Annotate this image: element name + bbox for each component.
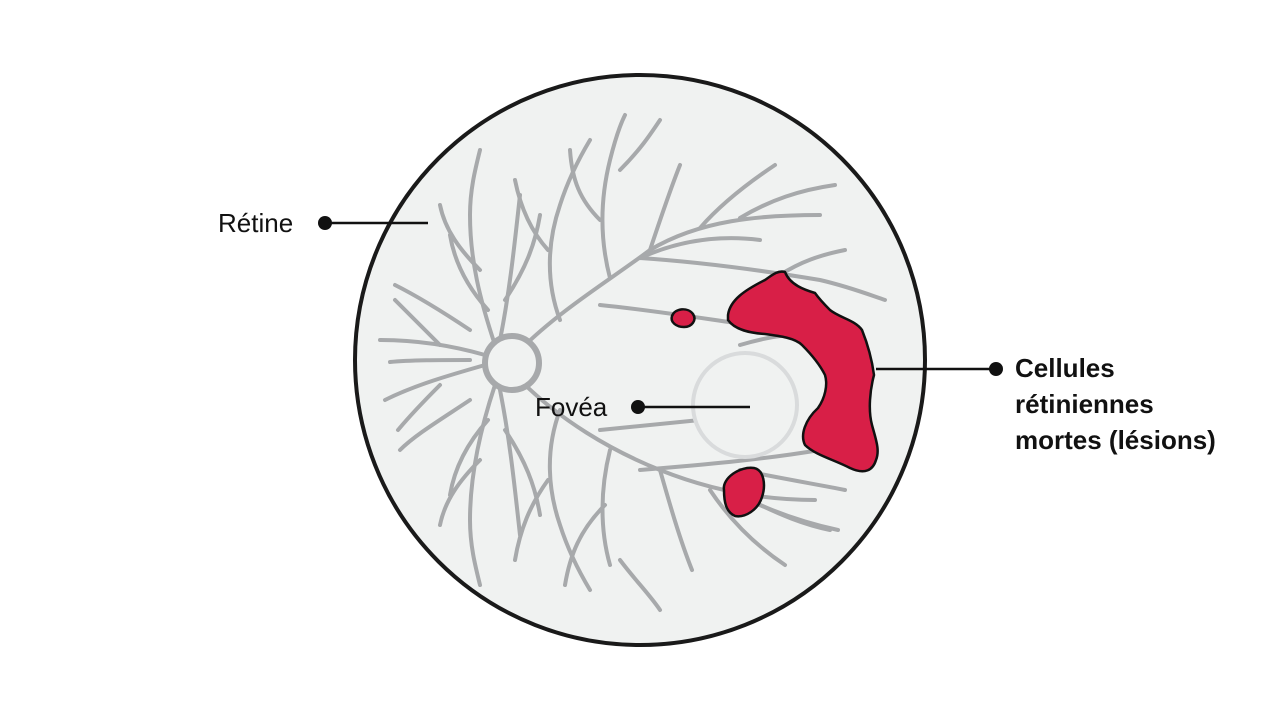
leader-lines (318, 216, 1003, 414)
lesion-small-bottom (722, 466, 766, 518)
fovea-ring (691, 351, 799, 459)
lesions-label-line-3: mortes (lésions) (1015, 425, 1216, 455)
lesion-large (726, 270, 879, 473)
lesion-small-top (670, 308, 696, 329)
lesions (670, 270, 879, 518)
blood-vessels (378, 113, 887, 612)
fovea-leader-dot (631, 400, 645, 414)
fovea-label: Fovéa (535, 392, 608, 422)
optic-disc (482, 333, 542, 393)
lesions-label-line-1: Cellules (1015, 353, 1115, 383)
retina-leader-dot (318, 216, 332, 230)
lesions-label: Cellules rétiniennes mortes (lésions) (1015, 350, 1216, 458)
retina-label: Rétine (218, 208, 294, 238)
lesions-label-line-2: rétiniennes (1015, 389, 1154, 419)
lesions-leader-dot (989, 362, 1003, 376)
